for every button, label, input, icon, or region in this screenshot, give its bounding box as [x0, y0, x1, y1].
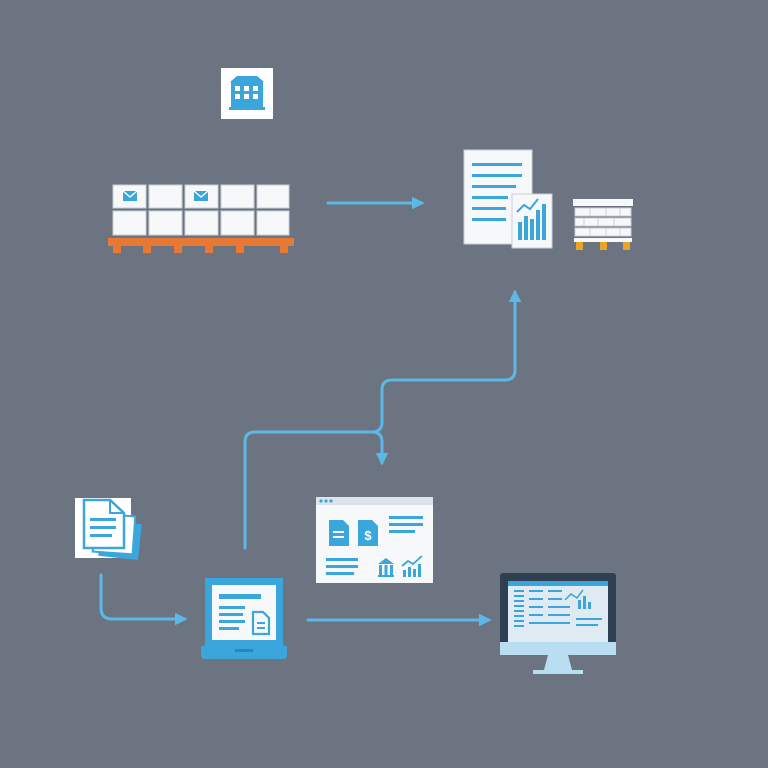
- warehouse-icon: [221, 68, 273, 119]
- pallet-boxes-icon: [108, 184, 294, 253]
- desktop-dashboard-icon: [500, 573, 616, 674]
- invoice-dashboard-icon: $: [316, 497, 433, 583]
- stacked-pallet-icon: [573, 199, 633, 250]
- document-icon: [329, 520, 349, 546]
- file-icon: [251, 610, 271, 636]
- mail-icon: [193, 190, 209, 201]
- edges: [99, 196, 522, 627]
- report-chart-icon: [463, 149, 553, 249]
- growth-chart-icon: [403, 564, 421, 577]
- arrow-laptop-to-reports: [243, 289, 522, 550]
- dollar-document-icon: $: [358, 520, 378, 546]
- bar-chart-icon: [518, 204, 546, 240]
- bank-icon: [378, 558, 394, 577]
- documents-icon: [75, 498, 142, 560]
- svg-text:$: $: [364, 528, 372, 543]
- arrow-documents-to-laptop: [99, 573, 188, 626]
- laptop-icon: [201, 578, 287, 659]
- mail-icon: [122, 190, 138, 201]
- arrow-reports-to-invoice: [370, 430, 389, 466]
